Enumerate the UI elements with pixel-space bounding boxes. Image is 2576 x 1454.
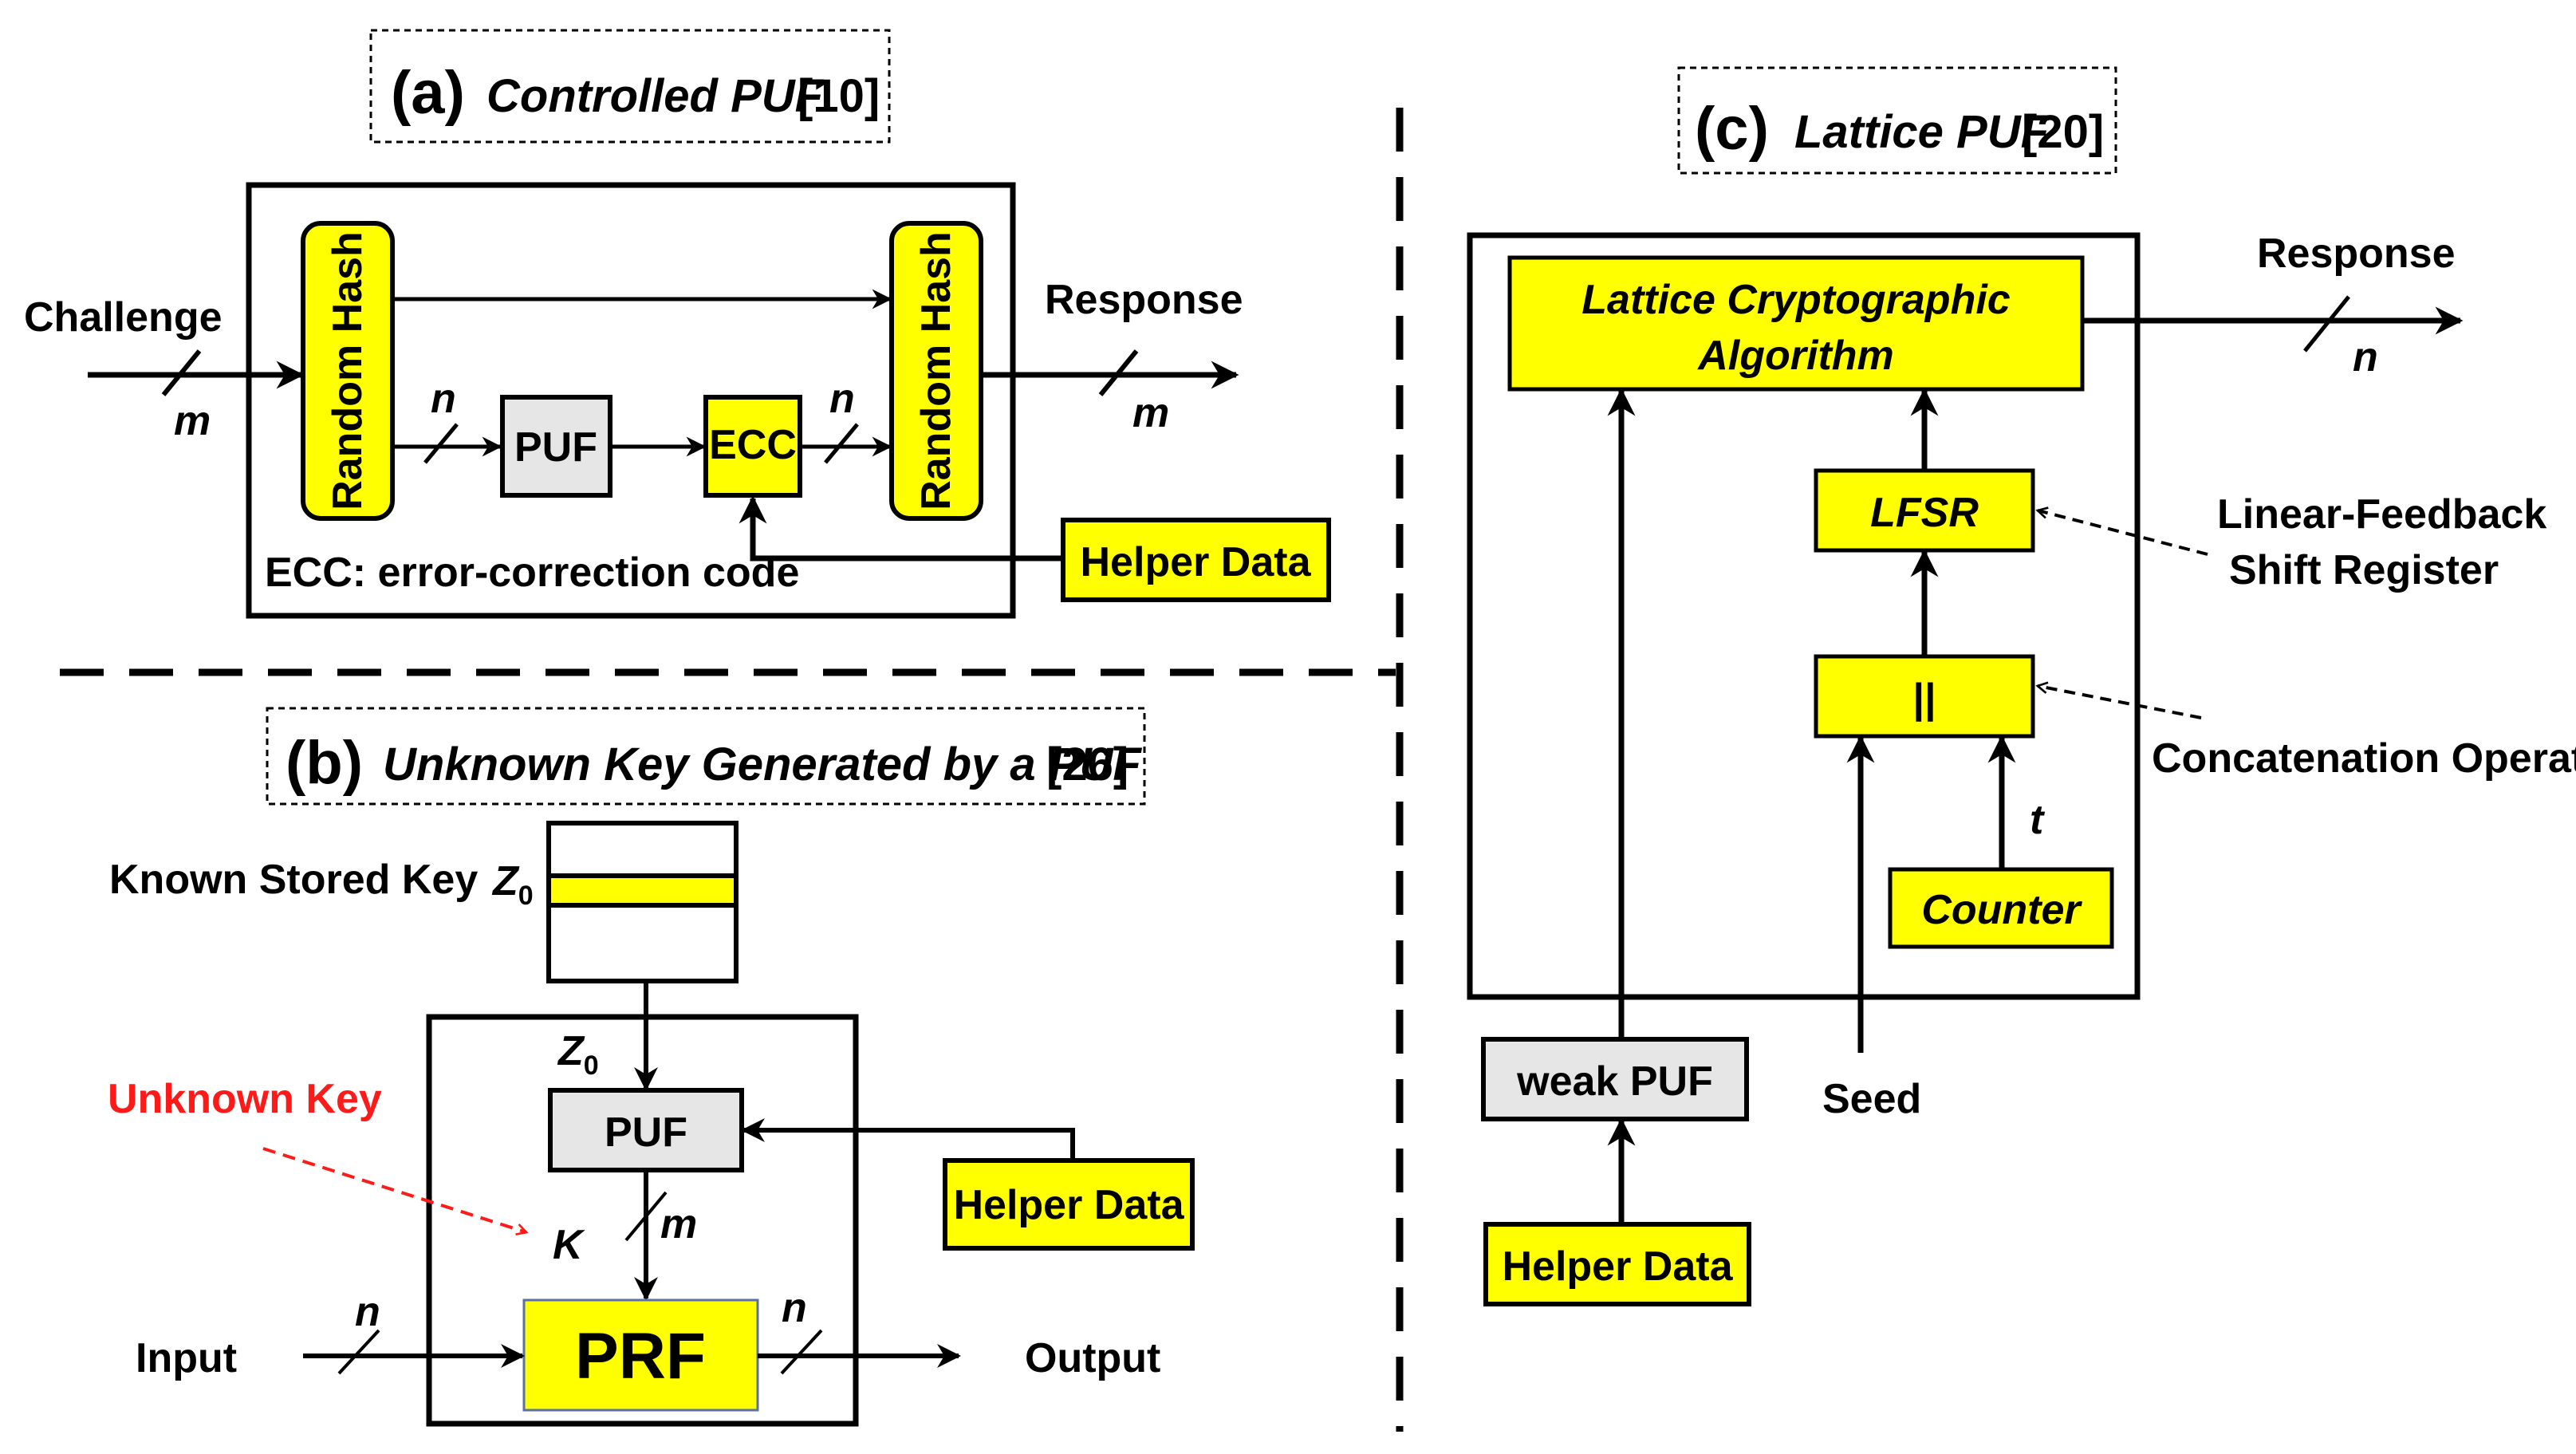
bits-n-puf: n bbox=[431, 376, 456, 422]
input-bus-slash bbox=[337, 1329, 380, 1375]
panel-c-title: Lattice PUF bbox=[1794, 106, 2050, 158]
panel-b: (b) Unknown Key Generated by a PUF [26] … bbox=[108, 707, 1195, 1427]
t-label: t bbox=[2030, 797, 2046, 843]
random-hash-right-box bbox=[889, 221, 983, 521]
panel-a: (a) Controlled PUF [10] Challenge m Rand… bbox=[24, 29, 1331, 619]
z0b-label: Z0 bbox=[557, 1028, 599, 1081]
panel-a-label: (a) bbox=[391, 59, 465, 127]
controlled-puf-frame bbox=[246, 182, 1016, 619]
helper-data-label-c: Helper Data bbox=[1503, 1243, 1734, 1290]
panel-c-title-frame bbox=[1677, 66, 2117, 175]
puf-box-a bbox=[500, 395, 612, 498]
secure-boundary-frame bbox=[426, 1014, 859, 1427]
puf-bus-slash bbox=[423, 423, 459, 464]
prf-label: PRF bbox=[575, 1320, 706, 1393]
helper-data-label-b: Helper Data bbox=[954, 1182, 1185, 1228]
output-label: Output bbox=[1025, 1335, 1160, 1381]
counter-label: Counter bbox=[1921, 887, 2082, 933]
ecc-note: ECC: error-correction code bbox=[265, 550, 799, 596]
lfsr-note-pointer bbox=[2038, 510, 2208, 556]
algorithm-line1: Lattice Cryptographic bbox=[1581, 277, 2010, 323]
panel-b-title-frame bbox=[266, 707, 1146, 806]
panel-b-title: Unknown Key Generated by a PUF bbox=[383, 739, 1142, 790]
panel-b-label: (b) bbox=[286, 729, 363, 797]
helper-data-label-a: Helper Data bbox=[1081, 539, 1312, 585]
response-bus-slash-a bbox=[1098, 349, 1139, 396]
k-label: K bbox=[553, 1222, 585, 1268]
known-stored-key-label: Known Stored Key bbox=[109, 857, 478, 903]
panel-a-title-frame bbox=[369, 29, 891, 144]
helper-data-box-a bbox=[1061, 518, 1331, 602]
helper-to-puf-arrow bbox=[741, 1118, 1075, 1160]
bits-n-in: n bbox=[355, 1289, 380, 1335]
concat-label: || bbox=[1912, 676, 1936, 722]
random-hash-left-box bbox=[301, 221, 395, 521]
stored-key-bar bbox=[546, 873, 739, 908]
lattice-puf-frame bbox=[1467, 232, 2141, 1000]
lfsr-label: LFSR bbox=[1870, 490, 1979, 536]
panel-a-title: Controlled PUF bbox=[486, 70, 825, 122]
panel-c-label: (c) bbox=[1695, 95, 1769, 163]
bits-m-in: m bbox=[174, 398, 211, 444]
bits-m-b: m bbox=[660, 1201, 697, 1247]
lfsr-note-line2: Shift Register bbox=[2229, 547, 2499, 593]
weak-puf-label: weak PUF bbox=[1516, 1058, 1713, 1105]
unknown-key-pointer bbox=[262, 1147, 526, 1232]
lattice-algorithm-box bbox=[1507, 255, 2085, 392]
bits-n-c: n bbox=[2353, 334, 2378, 380]
algorithm-line2: Algorithm bbox=[1696, 333, 1894, 379]
concat-box bbox=[1814, 654, 2035, 739]
counter-box bbox=[1888, 867, 2114, 949]
bits-n-ecc: n bbox=[829, 376, 855, 422]
ecc-label: ECC bbox=[709, 422, 797, 468]
response-label-a: Response bbox=[1045, 277, 1243, 323]
key-bus-slash bbox=[624, 1191, 668, 1242]
input-label: Input bbox=[136, 1335, 237, 1381]
lfsr-note-line1: Linear-Feedback bbox=[2217, 491, 2546, 538]
unknown-key-label: Unknown Key bbox=[108, 1076, 382, 1122]
seed-label: Seed bbox=[1822, 1076, 1921, 1122]
bits-n-out: n bbox=[782, 1285, 807, 1331]
weak-puf-box bbox=[1481, 1037, 1749, 1121]
concat-note: Concatenation Operator bbox=[2152, 735, 2576, 782]
ecc-box bbox=[703, 395, 802, 498]
bits-m-out: m bbox=[1132, 390, 1169, 436]
panel-a-ref: [10] bbox=[798, 70, 880, 122]
helper-data-box-c bbox=[1483, 1222, 1751, 1306]
random-hash-right-label: Random Hash bbox=[913, 231, 959, 510]
random-hash-left-label: Random Hash bbox=[325, 231, 371, 510]
response-bus-slash-c bbox=[2303, 295, 2350, 353]
concat-note-pointer bbox=[2038, 686, 2202, 719]
panel-c: (c) Lattice PUF [20] Lattice Cryptograph… bbox=[1467, 66, 2576, 1306]
helper-to-ecc-arrow bbox=[739, 495, 1063, 562]
challenge-label: Challenge bbox=[24, 294, 223, 341]
challenge-bus-slash bbox=[161, 349, 202, 396]
panel-c-ref: [20] bbox=[2022, 106, 2104, 158]
prf-box bbox=[522, 1298, 759, 1412]
response-label-c: Response bbox=[2257, 231, 2456, 277]
output-bus-slash bbox=[780, 1329, 823, 1375]
puf-label-b: PUF bbox=[605, 1109, 687, 1156]
panel-b-ref: [26] bbox=[1046, 739, 1128, 790]
helper-data-box-b bbox=[943, 1158, 1195, 1251]
puf-label-a: PUF bbox=[514, 424, 597, 471]
z0-label: Z0 bbox=[491, 858, 534, 911]
ecc-bus-slash bbox=[824, 423, 859, 464]
